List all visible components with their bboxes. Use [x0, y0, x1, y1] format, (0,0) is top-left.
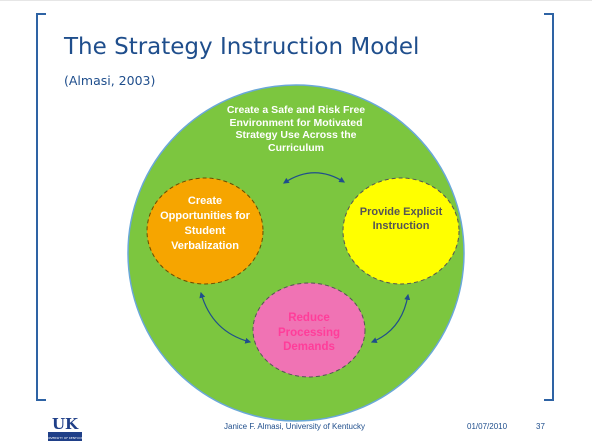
right-oval — [342, 177, 460, 285]
slide-top-border — [0, 0, 592, 1]
footer-page-number: 37 — [536, 422, 545, 431]
bottom-oval-label: Reduce Processing Demands — [278, 312, 340, 353]
logo-sub-text: UNIVERSITY OF KENTUCKY — [45, 436, 85, 440]
left-frame-bracket — [36, 13, 46, 401]
slide-citation: (Almasi, 2003) — [64, 73, 156, 88]
bottom-oval — [252, 282, 366, 378]
left-oval — [146, 177, 264, 285]
logo-uk-text: UK — [52, 415, 79, 433]
outer-circle-label: Create a Safe and Risk Free Environment … — [226, 104, 366, 154]
right-frame-bracket — [544, 13, 554, 401]
left-double-arrow — [199, 291, 252, 344]
left-oval-label: Create Opportunities for Student Verbali… — [160, 195, 250, 252]
slide-title: The Strategy Instruction Model — [64, 34, 420, 60]
right-oval-label: Provide Explicit Instruction — [359, 206, 443, 232]
university-logo: UK UNIVERSITY OF KENTUCKY — [45, 415, 85, 441]
right-double-arrow — [370, 293, 411, 344]
footer-date: 01/07/2010 — [467, 422, 508, 431]
footer-author: Janice F. Almasi, University of Kentucky — [224, 422, 365, 431]
top-double-arrow — [283, 172, 346, 184]
